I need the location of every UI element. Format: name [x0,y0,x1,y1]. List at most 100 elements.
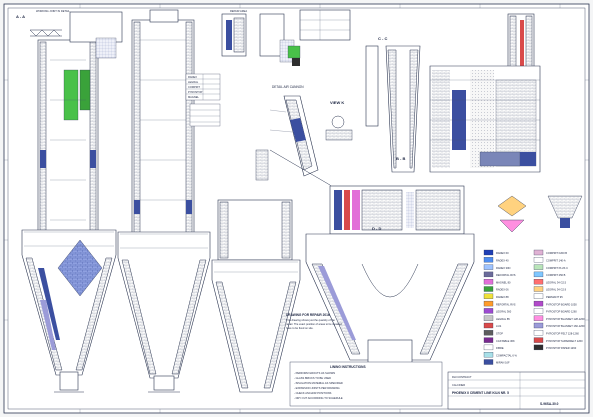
legend-label: LEGRAL 34 G2.9 [546,288,567,292]
legend-label: COMPRIT 140-A [546,259,566,263]
legend-swatch [533,249,544,256]
legend-label: CASTABLE 36K [496,339,515,343]
calciner-center-lower: D - D [305,185,475,373]
legend-swatch [533,257,544,263]
svg-text:repair. The exact position of: repair. The exact position of areas to b… [286,322,342,326]
view-label-c-c: C - C [378,36,387,41]
svg-text:have to be fixed on site.: have to be fixed on site. [286,326,314,330]
svg-text:S-96SA-30.0: S-96SA-30.0 [540,402,559,406]
svg-text:This drawing shows just the qu: This drawing shows just the quantity of … [286,318,335,322]
legend-swatch [533,308,544,314]
legend-swatch [483,344,494,351]
svg-text:- EXPANSION JOINTS PER DRAWING: - EXPANSION JOINTS PER DRAWING [294,386,340,390]
legend-swatch [533,337,544,343]
repair-note: DRAWING FOR REPAIR 2016 This drawing sho… [286,313,342,330]
svg-text:PYROSTOP: PYROSTOP [188,90,203,94]
legend-swatch [483,337,494,343]
legend-label: PYROSTOP PAPER 1260 [546,346,577,350]
lining-instructions: LINING INSTRUCTIONS - PERFORM GROUTS AS … [289,361,443,407]
legend-label: RADEX 30N [496,266,511,270]
legend-swatch [483,359,494,365]
top-details: REPAIR AREA RADEX LEGRAL COMPRIT PYROSTO… [185,9,351,127]
legend-swatch [483,257,494,263]
legend-label: LEGRAL 360 [496,310,512,314]
svg-text:PHOENIX II CEMENT LINE KILN NR: PHOENIX II CEMENT LINE KILN NR. 5 [452,391,509,395]
legend-label: RADEX 40 [496,259,509,263]
legend-swatch [483,330,494,336]
calciner-left-section: A - A WORKING JOINT IN DETAIL [16,9,123,393]
legend-swatch [533,300,544,307]
legend-label: COMPRIT F200 B [546,251,567,255]
svg-text:- GLASS BRICKS TO BE USED: - GLASS BRICKS TO BE USED [294,376,331,380]
legend-swatch [483,300,494,307]
legend-label: COMPRIT 250 B [546,273,566,277]
calciner-right-shell [211,199,301,393]
legend-materials-left: RADEX 60 RADEX 40 RADEX 30N REFORTAL RVS MAG… [483,249,518,365]
title-block: RHI CONTRACT CALCINER PHOENIX II CEMENT … [447,371,586,410]
svg-text:RHI CONTRACT: RHI CONTRACT [452,375,472,379]
legend-swatch [483,308,494,314]
legend-swatch [533,330,544,336]
legend-label: LGS [496,324,501,328]
legend-label: MAGNEL 80 [496,280,511,284]
view-k-label: VIEW K [330,100,344,105]
legend-label: MIRAN 16F [496,361,510,365]
legend-label: PYROSTOP FELT 128-1260 [546,332,579,336]
svg-text:RADEX: RADEX [188,75,197,79]
section-c-c: C - C [365,36,421,173]
detail-top-label: WORKING JOINT IN DETAIL [36,9,70,13]
svg-text:REPAIR AREA: REPAIR AREA [230,9,247,13]
section-b-b: B - B [396,13,541,173]
legend-label: PYROSTOP BOARD 1050 [546,302,577,306]
legend-swatch [533,286,544,292]
view-label-a-a: A - A [16,14,25,19]
legend-label: STOP [496,332,503,336]
legend-swatch [533,293,544,299]
materials-table: RADEX LEGRAL COMPRIT PYROSTOP MAGNEL [185,73,221,101]
view-label-b-b: B - B [396,156,405,161]
svg-text:LINING INSTRUCTIONS: LINING INSTRUCTIONS [330,365,366,369]
legend-label: COMPACTAL 6 % [496,353,518,357]
legend-label: PYROSTOP BOARD 1260 [546,310,577,314]
legend-swatch [533,264,544,270]
legend-label: REFORTAL RVS [496,302,516,306]
legend-swatch [483,293,494,299]
svg-text:- PERFORM GROUTS AS SHOWN: - PERFORM GROUTS AS SHOWN [294,371,335,375]
legend-label: PERMAFIT 95 [546,295,563,299]
legend-swatch [533,279,544,285]
detail-air-cannon: DETAIL AIR CANNON VIEW K [255,85,353,201]
legend-swatch [483,352,494,358]
legend-swatch [483,286,494,292]
legend-swatch [483,322,494,329]
svg-text:COMPRIT: COMPRIT [188,85,200,89]
repair-zone-green [63,69,79,121]
legend-label: LEGRAL 34 G2.5 [546,280,567,284]
svg-text:- INSULATION MATERIAL AS SPECI: - INSULATION MATERIAL AS SPECIFIED [294,381,343,385]
legend-swatch [483,279,494,285]
legend-label: RADEX 06 [496,288,509,292]
legend-swatch [483,271,494,278]
legend-label: PYROSTOP SUPERFELT 1260 [546,339,583,343]
svg-text:DRAWING FOR REPAIR 2016: DRAWING FOR REPAIR 2016 [286,313,330,317]
calciner-middle-section [117,9,211,393]
tile-pattern-area [57,239,103,297]
legend-label: RADEX 60 [496,251,509,255]
legend-label: FIBRE [496,346,504,350]
legend-swatch [483,264,494,270]
svg-text:- CHECK ANCHOR POSITIONS: - CHECK ANCHOR POSITIONS [294,391,332,395]
legend-label: PYROSTOP BLANKET 128-1260 [546,317,585,321]
svg-text:MAGNEL: MAGNEL [188,95,200,99]
svg-text:- DRY OUT ACCORDING TO SCHEDUL: - DRY OUT ACCORDING TO SCHEDULE [294,396,343,400]
legend-label: PYROSTOP BLANKET 160-1260 [546,324,585,328]
legend-swatch [483,249,494,256]
legend-swatch [483,315,494,321]
legend-swatch [533,315,544,321]
legend-swatch [533,344,544,351]
border-zone-ticks [4,4,589,413]
legend-label: RADEX 88 [496,295,509,299]
air-cannon-label: DETAIL AIR CANNON [272,85,304,89]
svg-text:CALCINER: CALCINER [452,383,465,387]
